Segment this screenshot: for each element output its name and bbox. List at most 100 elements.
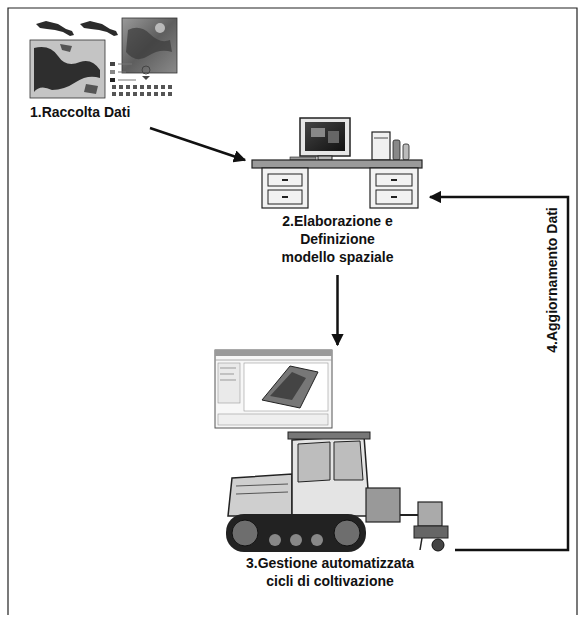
map-legend — [110, 62, 115, 66]
software-screenshot — [215, 350, 332, 428]
tractor — [298, 442, 330, 482]
flow-arrow — [150, 128, 245, 160]
tractor — [432, 539, 444, 551]
desk-computer — [305, 122, 345, 151]
tractor — [269, 534, 281, 546]
satellite-image — [30, 40, 105, 98]
illustrated-step: 2.Elaborazione e Definizione modello spa… — [245, 100, 430, 273]
software-screenshot — [215, 360, 332, 361]
edge-label: 4.Aggiornamento Dati — [544, 204, 561, 355]
map-legend — [110, 62, 150, 82]
desk-computer — [370, 168, 418, 208]
software-screenshot — [262, 366, 318, 408]
tractor — [288, 432, 370, 439]
desk-computer — [403, 144, 409, 160]
software-screenshot — [220, 380, 236, 381]
desk-computer — [268, 190, 302, 204]
illustrated-step: 1.Raccolta Dati — [25, 15, 185, 128]
icon-grid — [112, 92, 116, 96]
icon-grid — [147, 85, 151, 89]
icon-grid — [112, 85, 116, 89]
desk-computer — [372, 132, 390, 160]
desk-computer — [300, 118, 350, 156]
desk-computer — [252, 160, 422, 168]
map-legend — [110, 70, 115, 74]
tractor — [334, 441, 363, 480]
icon-grid — [154, 92, 158, 96]
step-caption: 3.Gestione automatizzata cicli di coltiv… — [243, 554, 418, 590]
tractor — [400, 514, 420, 516]
tractor — [292, 436, 370, 516]
tractor — [418, 502, 442, 526]
desk-computer — [311, 128, 325, 137]
map-legend — [110, 78, 115, 82]
software-screenshot — [220, 374, 234, 375]
data-collection-picture — [30, 18, 177, 98]
illustrated-step: 3.Gestione automatizzata cicli di coltiv… — [205, 345, 455, 597]
icon-grid — [119, 85, 123, 89]
desk-computer — [374, 138, 388, 139]
tractor — [236, 484, 288, 486]
flow-arrow — [430, 197, 568, 550]
software-screenshot — [270, 372, 306, 400]
desk-computer — [328, 131, 339, 143]
map-legend — [142, 66, 150, 74]
software-screenshot — [215, 350, 332, 428]
software-screenshot — [215, 350, 332, 356]
step-caption: 1.Raccolta Dati — [25, 103, 130, 121]
icon-grid — [126, 85, 130, 89]
icon-grid — [168, 85, 172, 89]
tractor — [226, 514, 366, 552]
flow-arrow — [336, 275, 339, 345]
tractor — [236, 492, 288, 494]
italy-map — [36, 21, 74, 36]
desk-computer — [282, 196, 288, 198]
software-screenshot — [220, 368, 236, 369]
icon-grid — [140, 92, 144, 96]
tractor — [420, 538, 422, 550]
tractor — [232, 520, 258, 546]
icon-grid — [161, 85, 165, 89]
tractor — [311, 534, 323, 546]
map-legend — [118, 80, 136, 81]
desk-computer — [391, 196, 397, 198]
desk-computer — [376, 174, 412, 186]
software-screenshot — [218, 363, 240, 403]
desk-computer — [391, 179, 397, 181]
map-legend — [142, 76, 150, 80]
map-legend — [118, 72, 126, 73]
desk-computer — [376, 190, 412, 204]
desk-computer — [318, 156, 332, 160]
icon-grid — [133, 92, 137, 96]
software-screenshot — [244, 363, 328, 411]
software-screenshot — [218, 414, 328, 425]
icon-grid — [161, 92, 165, 96]
desk-computer — [252, 118, 422, 208]
aerial-photo — [122, 18, 177, 73]
tractor — [226, 432, 448, 552]
italy-map — [80, 21, 118, 36]
desk-computer — [393, 140, 400, 160]
aerial-photo — [155, 23, 165, 33]
aerial-photo — [126, 28, 172, 59]
icon-grid — [147, 92, 151, 96]
map-legend — [118, 64, 132, 65]
icon-grid — [154, 85, 158, 89]
icon-grid — [119, 92, 123, 96]
desk-computer — [268, 174, 302, 186]
tractor — [228, 474, 292, 516]
tractor — [414, 526, 448, 538]
icon-grid — [112, 85, 172, 96]
icon-grid — [126, 92, 130, 96]
step-caption: 2.Elaborazione e Definizione modello spa… — [275, 212, 400, 267]
desk-computer — [282, 179, 288, 181]
icon-grid — [133, 85, 137, 89]
icon-grid — [168, 92, 172, 96]
tractor — [334, 520, 360, 546]
tractor — [366, 488, 400, 522]
satellite-image — [60, 44, 98, 94]
desk-computer — [262, 168, 308, 208]
